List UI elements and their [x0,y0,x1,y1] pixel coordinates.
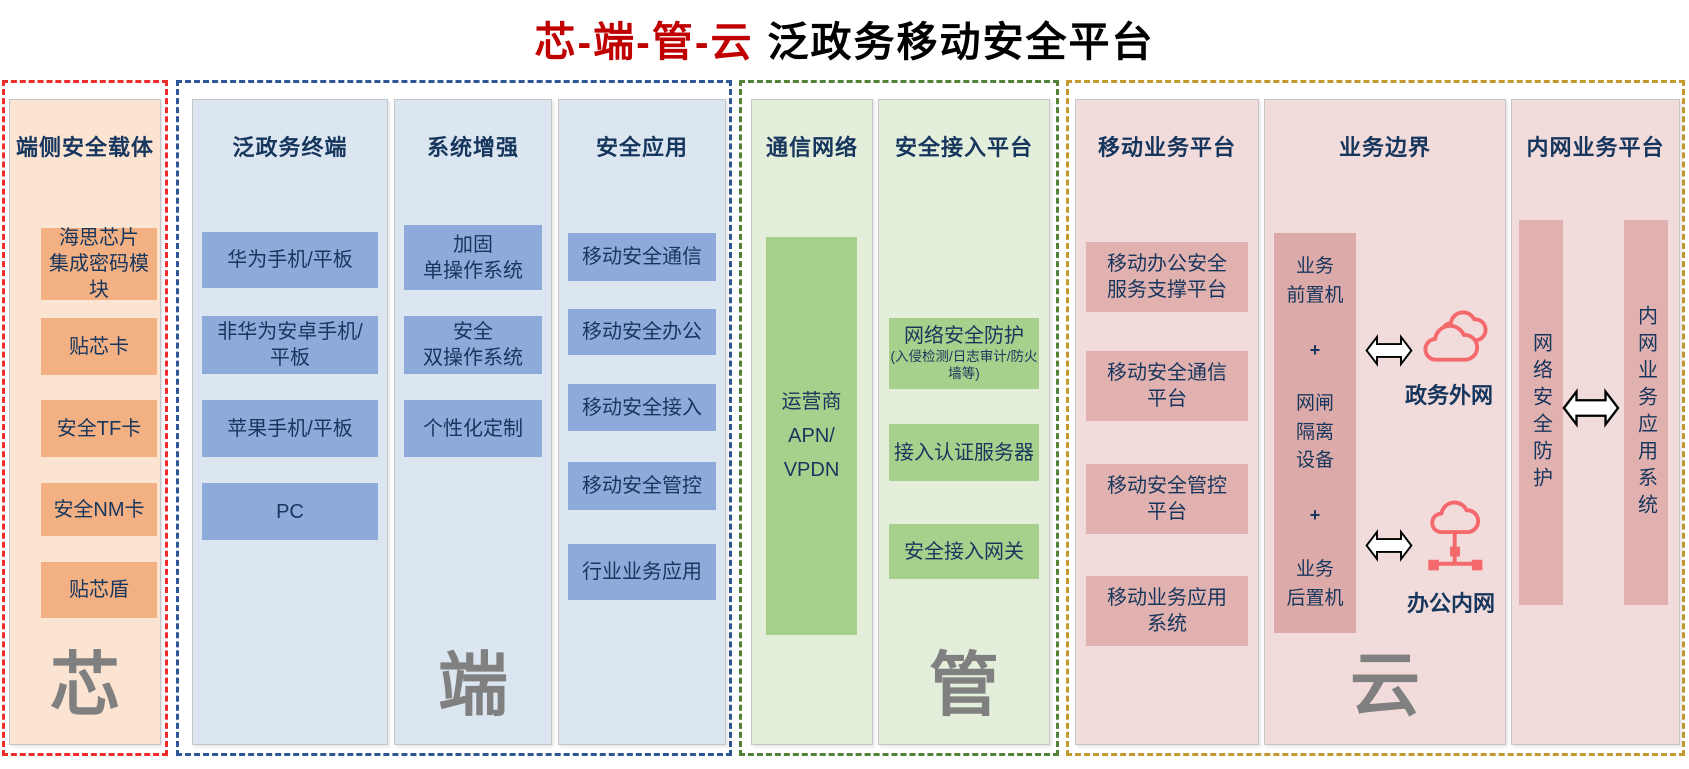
intranet-business-app-bar: 内网业务应用系统 [1624,220,1668,605]
terminal-item: 移动安全办公 [568,309,716,355]
column-system-enhancement: 系统增强 加固 单操作系统 安全 双操作系统 个性化定制 端 [394,99,552,745]
pipe-item-main: 网络安全防护 [904,325,1024,348]
section-chip: 端侧安全载体 海思芯片 集成密码模块 贴芯卡 安全TF卡 安全NM卡 贴芯盾 芯 [2,80,168,756]
network-security-protection-bar: 网络安全防护 [1519,220,1563,605]
cloud-item: 移动办公安全 服务支撑平台 [1086,242,1248,312]
pipe-item: 安全接入网关 [889,524,1039,579]
title-highlight: 芯-端-管-云 [534,19,754,65]
pipe-item: 运营商 APN/ VPDN [766,237,857,635]
column-header: 泛政务终端 [232,135,348,160]
terminal-item: 个性化定制 [404,400,542,457]
section-pipe: 通信网络 运营商 APN/ VPDN 安全接入平台 网络安全防护 (入侵检测/日… [739,80,1059,756]
big-label-pipe: 管 [929,646,999,724]
double-arrow-icon [1365,334,1413,367]
vertical-bar-label: 内网业务应用系统 [1634,304,1657,521]
gov-extranet-label: 政务外网 [1404,383,1493,408]
gov-extranet-cloud-icon [1423,310,1488,362]
column-terminal-security-carrier: 端侧安全载体 海思芯片 集成密码模块 贴芯卡 安全TF卡 安全NM卡 贴芯盾 芯 [9,99,161,745]
terminal-item: 移动安全接入 [568,384,716,431]
terminal-item: 华为手机/平板 [202,232,378,288]
page-title: 芯-端-管-云泛政务移动安全平台 [0,8,1689,68]
column-header: 业务边界 [1338,135,1431,160]
terminal-item: PC [202,483,378,540]
terminal-item: 移动安全管控 [568,462,716,510]
column-security-apps: 安全应用 移动安全通信 移动安全办公 移动安全接入 移动安全管控 行业业务应用 [558,99,726,745]
column-mobile-business-platform: 移动业务平台 移动办公安全 服务支撑平台 移动安全通信 平台 移动安全管控 平台… [1075,99,1259,745]
plus-sign: + [1309,339,1321,360]
column-header: 系统增强 [426,135,519,160]
chip-item: 海思芯片 集成密码模块 [41,227,157,301]
big-label-cloud: 云 [1350,646,1420,724]
vertical-bar-label: 网络安全防护 [1529,331,1552,494]
big-label-chip: 芯 [50,646,120,724]
column-communication-network: 通信网络 运营商 APN/ VPDN [751,99,873,745]
big-label-terminal: 端 [438,646,508,724]
section-cloud: 移动业务平台 移动办公安全 服务支撑平台 移动安全通信 平台 移动安全管控 平台… [1066,80,1685,756]
boundary-front-machine: 业务 前置机 [1286,256,1344,306]
double-arrow-icon [1562,388,1620,428]
column-header: 安全接入平台 [894,135,1033,160]
cloud-item: 移动业务应用 系统 [1086,576,1248,646]
column-header: 移动业务平台 [1097,135,1236,160]
cloud-item: 移动安全管控 平台 [1086,464,1248,534]
terminal-item: 苹果手机/平板 [202,400,378,457]
boundary-gatekeeper-device: 网闸 隔离 设备 [1295,393,1334,472]
pipe-item: 网络安全防护 (入侵检测/日志审计/防火墙等) [889,318,1039,389]
terminal-item: 行业业务应用 [568,544,716,600]
cloud-item: 移动安全通信 平台 [1086,351,1248,421]
office-intranet-cloud-icon [1428,500,1483,571]
pipe-item-sub: (入侵检测/日志审计/防火墙等) [890,349,1038,381]
terminal-item: 非华为安卓手机/ 平板 [202,316,378,374]
office-intranet-label: 办公内网 [1406,591,1495,616]
chip-item: 安全TF卡 [41,400,157,457]
chip-item: 安全NM卡 [41,483,157,536]
column-header: 内网业务平台 [1526,135,1665,160]
section-terminal: 泛政务终端 华为手机/平板 非华为安卓手机/ 平板 苹果手机/平板 PC 系统增… [176,80,732,756]
chip-item: 贴芯盾 [41,562,157,618]
column-pan-government-terminals: 泛政务终端 华为手机/平板 非华为安卓手机/ 平板 苹果手机/平板 PC [192,99,388,745]
column-secure-access-platform: 安全接入平台 网络安全防护 (入侵检测/日志审计/防火墙等) 接入认证服务器 安… [878,99,1050,745]
plus-sign: + [1309,505,1321,526]
title-main: 泛政务移动安全平台 [767,19,1155,65]
pipe-item: 接入认证服务器 [889,424,1039,481]
column-header: 通信网络 [765,135,858,160]
terminal-item: 加固 单操作系统 [404,225,542,290]
boundary-stack-box: 业务 前置机 + 网闸 隔离 设备 + 业务 后置机 [1274,233,1356,633]
chip-item: 贴芯卡 [41,318,157,375]
column-intranet-business-platform: 内网业务平台 网络安全防护 内网业务应用系统 [1511,99,1680,745]
column-header: 端侧安全载体 [15,135,154,160]
terminal-item: 安全 双操作系统 [404,316,542,374]
boundary-rear-machine: 业务 后置机 [1286,559,1344,609]
column-header: 安全应用 [595,135,688,160]
terminal-item: 移动安全通信 [568,233,716,281]
double-arrow-icon [1365,529,1413,562]
column-business-boundary: 业务边界 业务 前置机 + 网闸 隔离 设备 + 业务 后置机 政务外网 [1264,99,1506,745]
